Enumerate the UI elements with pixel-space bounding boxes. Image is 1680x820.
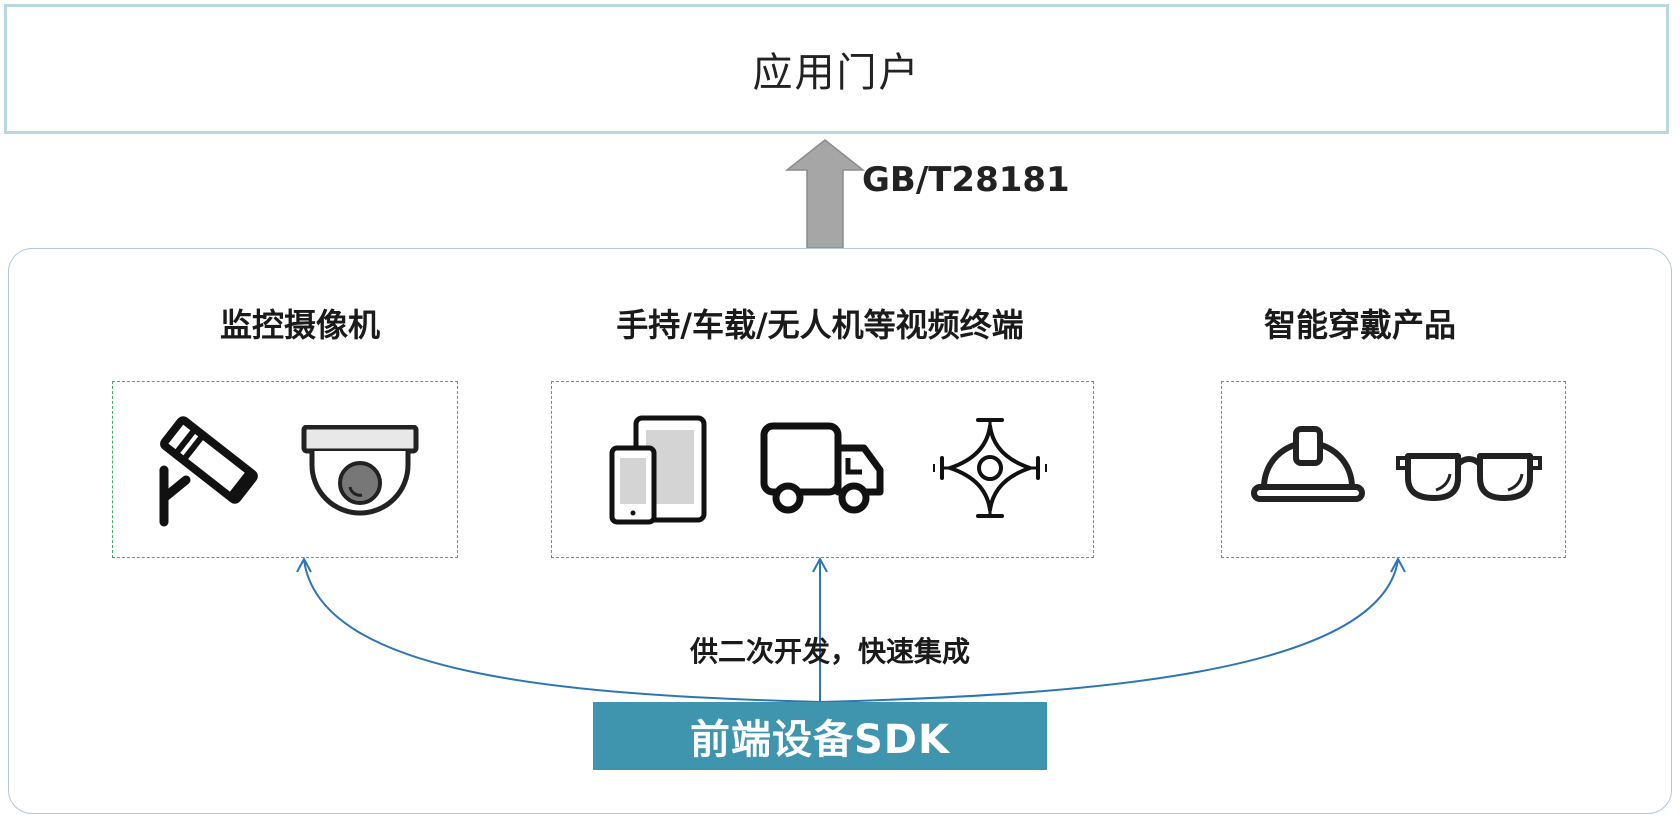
connector-label: 供二次开发，快速集成 [689, 635, 970, 668]
sdk-label: 前端设备SDK [689, 717, 950, 763]
bullet-camera-icon [159, 416, 258, 527]
drone-icon [933, 418, 1047, 518]
portal-title: 应用门户 [752, 50, 921, 96]
smart-glasses-icon [1396, 453, 1542, 501]
truck-icon [760, 422, 884, 514]
group-title-wearables: 智能穿戴产品 [1263, 306, 1456, 344]
protocol-label: GB/T28181 [862, 160, 1070, 200]
group-title-cameras: 监控摄像机 [219, 306, 380, 344]
safety-helmet-icon [1251, 426, 1365, 502]
application-portal-box: 应用门户 [4, 4, 1669, 134]
dome-camera-icon [301, 425, 419, 516]
group-title-video-terminals: 手持/车载/无人机等视频终端 [616, 306, 1024, 344]
tablet-phone-icon [609, 415, 707, 525]
sdk-box: 前端设备SDK [593, 702, 1047, 770]
